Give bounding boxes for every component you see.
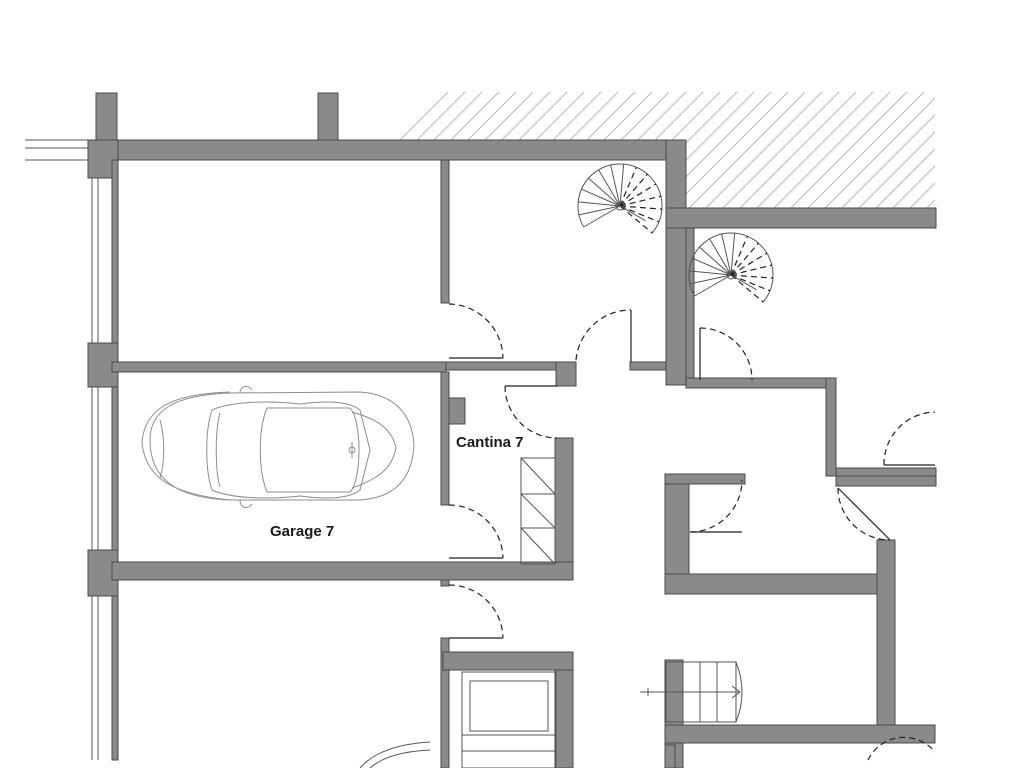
hatch-line (435, 92, 587, 208)
hatch-line (980, 90, 1024, 240)
stair-tread (619, 205, 660, 223)
hatch-line (622, 92, 774, 208)
hatch-line (452, 92, 604, 208)
stair-tread (581, 188, 621, 207)
stair-newel (615, 201, 625, 211)
stair-tread (692, 257, 732, 276)
stair-newel (726, 270, 736, 280)
stair-tread (598, 169, 621, 207)
hatch-line (843, 92, 935, 208)
spiral-stair-upper (577, 163, 663, 234)
stair-tread (619, 205, 653, 234)
hatch-line (656, 92, 808, 208)
car-icon (141, 385, 415, 508)
hatch-line (758, 92, 910, 208)
stair-tread (583, 205, 621, 228)
stair-tread (619, 167, 637, 207)
stair-tread (730, 252, 768, 276)
cantina-label: Cantina 7 (456, 434, 524, 451)
stair-tread (730, 274, 771, 292)
bottom-left-arc (359, 741, 431, 768)
hatch-line (350, 92, 502, 208)
stair-tread (721, 233, 732, 276)
stair-direction-line (730, 274, 757, 291)
hatch-line (724, 92, 876, 208)
hatch-line (946, 90, 1024, 240)
hatch-line (503, 92, 655, 208)
hatch-line (1014, 90, 1024, 240)
straight-staircase (640, 661, 743, 723)
hatch-line (963, 90, 1024, 240)
stair-tread (588, 177, 621, 207)
hatch-line (384, 92, 536, 208)
spiral-stair-lower (688, 232, 774, 303)
stair-tread (619, 173, 648, 207)
stair-tread (619, 164, 625, 207)
cantina-shelving (520, 457, 556, 565)
stair-tread (578, 201, 621, 207)
stair-direction-line (619, 205, 646, 222)
stair-tread (689, 274, 732, 285)
garage-label: Garage 7 (270, 523, 334, 540)
hatch-line (792, 92, 935, 208)
stair-tread (689, 270, 732, 276)
hatch-line (469, 92, 621, 208)
hatch-line (809, 92, 935, 208)
hatch-line (997, 90, 1024, 240)
hatch-line (338, 92, 485, 208)
hatch-line (826, 92, 935, 208)
hatch-line (690, 92, 842, 208)
stair-tread (619, 195, 661, 207)
hatch-line (775, 92, 927, 208)
hatch-line (486, 92, 638, 208)
elevator-shaft (461, 671, 557, 768)
stair-tread (578, 205, 621, 216)
stair-tread (730, 236, 748, 276)
stair-tread (709, 238, 732, 276)
window-frame-left (25, 139, 99, 760)
stair-tread (730, 233, 736, 276)
stair-tread (619, 205, 662, 210)
stair-tread (610, 164, 621, 207)
stair-tread (699, 246, 732, 276)
stair-outline (577, 163, 663, 234)
stair-tread (730, 264, 772, 276)
hatch-line (673, 92, 825, 208)
hatch-line (639, 92, 791, 208)
hatch-line (741, 92, 893, 208)
stair-outline (688, 232, 774, 303)
stair-tread (730, 274, 764, 303)
doors (448, 303, 936, 639)
stair-tread (730, 242, 759, 276)
stair-tread (730, 274, 773, 279)
walls (87, 92, 937, 768)
stair-tread (619, 183, 657, 207)
hatch-line (401, 92, 553, 208)
hatch-line (928, 92, 935, 208)
hatch-line (707, 92, 859, 208)
bottom-right-arc (867, 736, 936, 761)
stair-tread (694, 274, 732, 297)
